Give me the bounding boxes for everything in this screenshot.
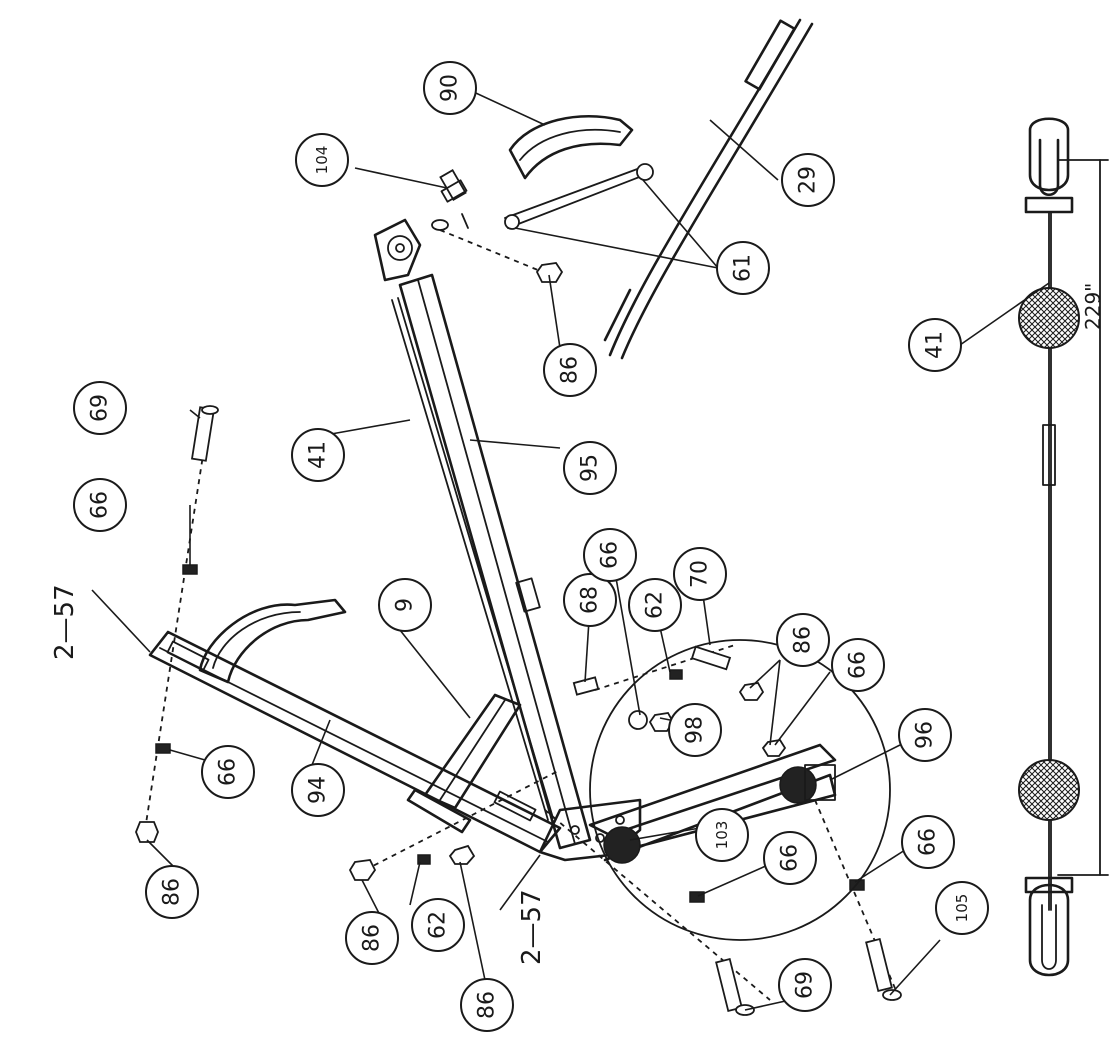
svg-text:66: 66 <box>598 541 623 569</box>
callout-105: 105 <box>935 881 989 935</box>
callout-66-low: 66 <box>763 831 817 885</box>
svg-text:29: 29 <box>796 166 821 194</box>
callout-66-bottom-right: 66 <box>901 815 955 869</box>
callout-94: 94 <box>291 763 345 817</box>
pulley-top <box>373 218 422 282</box>
cable-41-detail <box>1018 117 1080 977</box>
callout-66-top: 66 <box>73 478 127 532</box>
callout-69-bottom: 69 <box>778 958 832 1012</box>
callout-68: 68 <box>563 573 617 627</box>
callout-66-right: 66 <box>831 638 885 692</box>
svg-text:94: 94 <box>306 776 331 804</box>
svg-text:86: 86 <box>475 991 500 1019</box>
svg-text:96: 96 <box>913 721 938 749</box>
svg-text:9: 9 <box>393 598 418 612</box>
callout-104: 104 <box>295 133 349 187</box>
axis-left-lower <box>348 769 561 881</box>
axis-right <box>572 644 787 757</box>
callout-86-far-left: 86 <box>145 865 199 919</box>
frame-tube-94 <box>148 630 562 854</box>
label-2-57-bottom: 2—57 <box>517 889 547 965</box>
svg-text:68: 68 <box>578 586 603 614</box>
svg-text:86: 86 <box>791 626 816 654</box>
bolt-104 <box>439 169 468 203</box>
svg-text:66: 66 <box>216 758 241 786</box>
callout-29: 29 <box>781 153 835 207</box>
axis-rear <box>814 799 902 1001</box>
callout-90: 90 <box>423 61 477 115</box>
svg-text:103: 103 <box>713 821 731 850</box>
svg-text:2—57: 2—57 <box>50 584 80 660</box>
callout-61: 61 <box>716 241 770 295</box>
callout-86-left: 86 <box>345 911 399 965</box>
axis-center <box>544 710 771 1016</box>
callout-70: 70 <box>673 547 727 601</box>
callout-66-mid: 66 <box>583 528 637 582</box>
svg-text:41: 41 <box>923 331 948 359</box>
svg-text:70: 70 <box>688 560 713 588</box>
callout-41-main: 41 <box>291 428 345 482</box>
svg-text:66: 66 <box>846 651 871 679</box>
callout-86-right: 86 <box>776 613 830 667</box>
callout-98: 98 <box>668 703 722 757</box>
callout-95: 95 <box>563 441 617 495</box>
axis-top-left <box>135 405 219 843</box>
leader-lines <box>91 87 1050 1011</box>
svg-text:41: 41 <box>306 441 331 469</box>
dimension-text: 229" <box>1081 283 1105 330</box>
svg-text:66: 66 <box>778 844 803 872</box>
svg-text:61: 61 <box>731 254 756 282</box>
frame-bracket-9 <box>406 693 522 834</box>
cable-length-dimension: 229" <box>1057 159 1109 876</box>
cable-41-main <box>391 297 554 821</box>
callout-96: 96 <box>898 708 952 762</box>
base-plate-57 <box>538 798 642 862</box>
callout-9: 9 <box>378 578 432 632</box>
callout-69-top: 69 <box>73 381 127 435</box>
svg-text:90: 90 <box>438 74 463 102</box>
svg-text:105: 105 <box>953 894 971 923</box>
rear-link-96 <box>588 743 837 864</box>
svg-text:86: 86 <box>160 878 185 906</box>
chain-handle <box>504 163 654 230</box>
callout-62-left: 62 <box>411 898 465 952</box>
svg-text:66: 66 <box>916 828 941 856</box>
svg-text:86: 86 <box>360 924 385 952</box>
svg-text:66: 66 <box>88 491 113 519</box>
callout-66-left: 66 <box>201 745 255 799</box>
foot-strap-90 <box>508 114 634 180</box>
svg-text:62: 62 <box>426 911 451 939</box>
axis-top-pivot <box>431 213 564 283</box>
foot-strap-left <box>198 598 347 684</box>
detail-circle <box>589 639 891 941</box>
callout-86-top: 86 <box>543 343 597 397</box>
svg-text:2—57: 2—57 <box>517 889 547 965</box>
handle-bar-29 <box>603 18 814 360</box>
callout-86-bottom-left: 86 <box>460 978 514 1032</box>
svg-text:69: 69 <box>88 394 113 422</box>
callout-103: 103 <box>695 808 749 862</box>
label-2-57-top: 2—57 <box>50 584 80 660</box>
svg-text:86: 86 <box>558 356 583 384</box>
svg-text:104: 104 <box>313 146 331 175</box>
svg-text:98: 98 <box>683 716 708 744</box>
svg-text:62: 62 <box>643 591 668 619</box>
svg-text:95: 95 <box>578 454 603 482</box>
callout-41-detail: 41 <box>908 318 962 372</box>
callout-62-mid: 62 <box>628 578 682 632</box>
svg-text:69: 69 <box>793 971 818 999</box>
